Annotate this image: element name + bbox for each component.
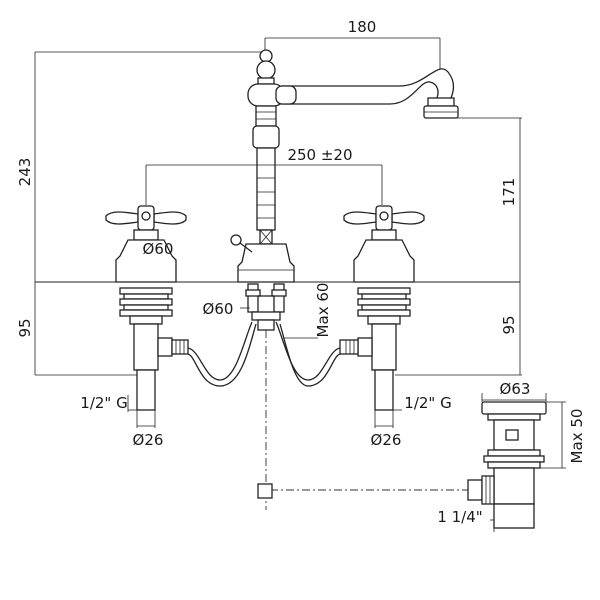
central-connectors xyxy=(245,283,287,331)
label-max-thickness: Max 60 xyxy=(314,283,332,338)
label-pipe-dia-left: Ø26 xyxy=(133,431,164,449)
flex-hoses xyxy=(187,321,341,387)
dim-right-height xyxy=(450,117,522,282)
label-thread-right: 1/2" G xyxy=(404,394,451,412)
drain-rod xyxy=(257,330,470,510)
dim-right-thread xyxy=(374,409,402,428)
label-left-depth: 95 xyxy=(16,318,34,337)
label-drain-max: Max 50 xyxy=(568,409,586,464)
label-base-dia: Ø60 xyxy=(203,300,234,318)
label-drain-dia: Ø63 xyxy=(500,380,531,398)
label-handle-dia: Ø60 xyxy=(143,240,174,258)
label-thread-left: 1/2" G xyxy=(80,394,127,412)
dim-left-depth xyxy=(34,282,140,376)
central-column xyxy=(237,49,297,283)
label-left-height: 243 xyxy=(16,158,34,187)
label-center-spacing: 250 ±20 xyxy=(287,146,352,164)
label-drain-thread: 1 1/4" xyxy=(437,508,482,526)
label-top-width: 180 xyxy=(348,18,377,36)
right-valve xyxy=(339,205,425,411)
popup-lever xyxy=(230,234,253,253)
spout xyxy=(281,68,459,119)
left-valve xyxy=(105,205,189,411)
dim-right-depth xyxy=(395,282,522,376)
label-right-height: 171 xyxy=(500,178,518,207)
drain-assembly xyxy=(467,401,547,529)
dim-left-height xyxy=(34,51,262,282)
label-pipe-dia-right: Ø26 xyxy=(371,431,402,449)
dim-drain xyxy=(481,393,566,532)
label-right-depth: 95 xyxy=(500,315,518,334)
dim-left-thread xyxy=(127,395,156,428)
